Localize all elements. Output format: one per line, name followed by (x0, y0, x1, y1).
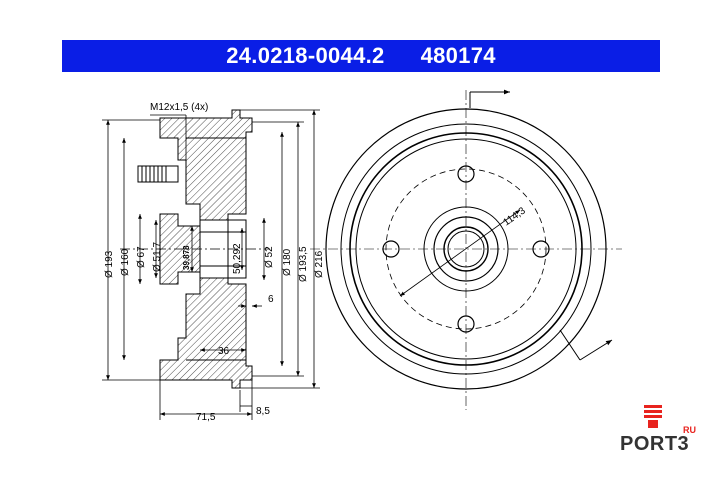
thread-label: M12x1,5 (4x) (150, 102, 208, 113)
section-bottom-flange (159, 271, 253, 389)
dim-6: 6 (268, 294, 274, 305)
reference-number: 480174 (420, 43, 496, 68)
part-number: 24.0218-0044.2 (226, 43, 385, 68)
dim-d67: Ø 67 (136, 246, 147, 268)
bottom-dimension-lines (150, 114, 262, 420)
dim-8-5: 8,5 (256, 406, 270, 417)
dim-d216: Ø 216 (314, 250, 325, 278)
dim-d193: Ø 193 (104, 250, 115, 278)
dim-d52: Ø 52 (264, 246, 275, 268)
logo-suffix: RU (683, 425, 696, 435)
dim-71-5: 71,5 (196, 412, 216, 423)
dim-pcd: 114,3 (501, 205, 528, 228)
piston-icon (644, 405, 662, 428)
section-view (120, 109, 270, 389)
title-bar: 24.0218-0044.2 480174 (62, 40, 660, 72)
dim-d193-5: Ø 193,5 (298, 246, 309, 282)
dim-d160: Ø 160 (120, 248, 131, 276)
dim-36: 36 (218, 346, 230, 357)
logo-word: PORT3 (620, 433, 690, 455)
port3-logo: RU PORT3 (620, 405, 700, 460)
dim-d180: Ø 180 (282, 248, 293, 276)
front-view (310, 89, 622, 410)
left-dimension-lines (102, 119, 194, 381)
dim-d51-7: Ø 51,7 (152, 242, 163, 272)
dim-39-878: 39,878 (182, 245, 191, 270)
dim-50-292: 50,292 (232, 243, 243, 274)
